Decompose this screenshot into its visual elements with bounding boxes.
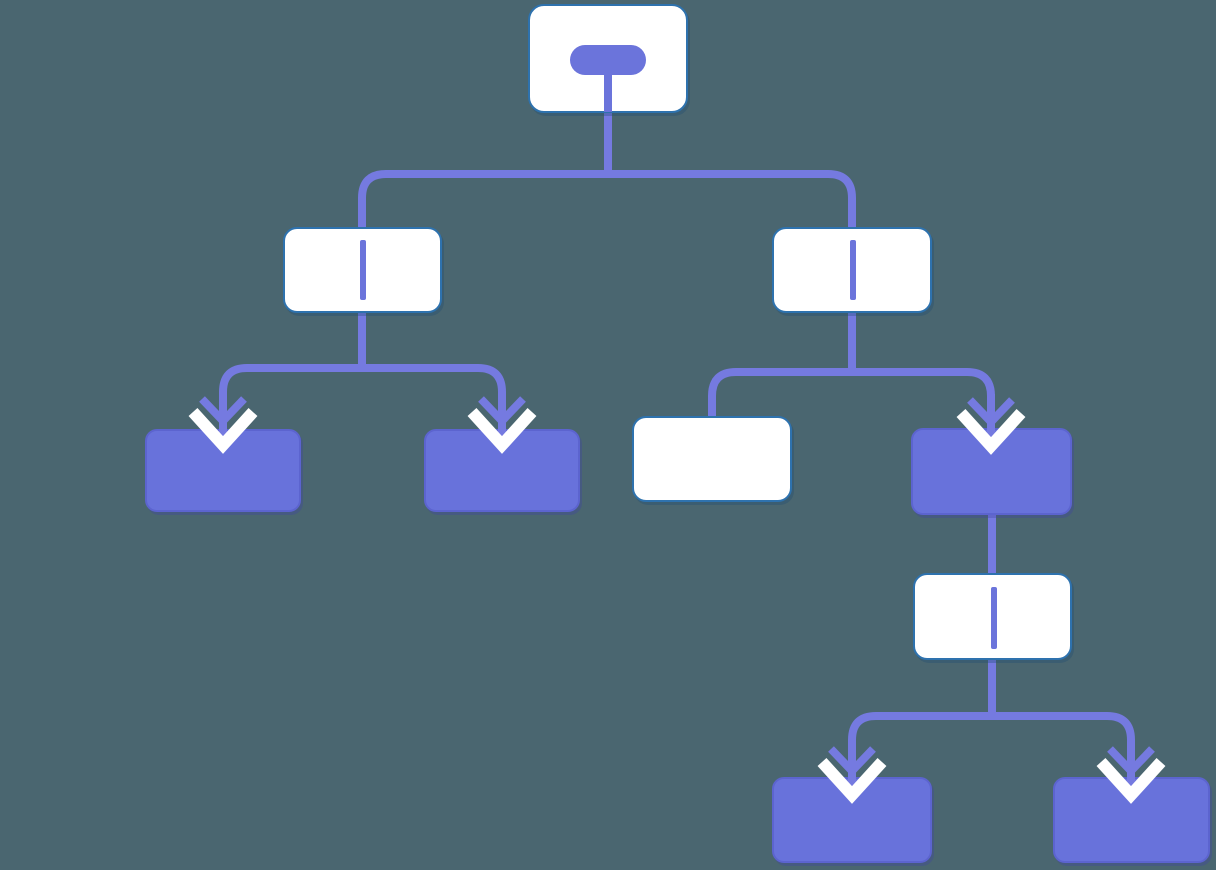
tree-node-leaf-2[interactable]: [424, 429, 580, 512]
connector-top-split: [358, 170, 856, 228]
tree-node-leaf-6[interactable]: [1053, 777, 1210, 863]
tree-node-leaf-1[interactable]: [145, 429, 301, 512]
vertical-line-icon: [991, 587, 997, 649]
vertical-line-icon: [360, 240, 366, 300]
tree-node-branch-left[interactable]: [283, 227, 442, 313]
tree-node-branch-bottom[interactable]: [913, 573, 1072, 660]
connector-left-split: [219, 364, 506, 420]
tree-node-root[interactable]: [528, 4, 688, 113]
tree-node-branch-right[interactable]: [772, 227, 932, 313]
tree-node-4[interactable]: [911, 428, 1072, 515]
tree-node-leaf-5[interactable]: [772, 777, 932, 863]
tree-node-leaf-3[interactable]: [632, 416, 792, 502]
connector-bottom-split: [848, 712, 1135, 762]
connector-right-split: [708, 368, 995, 420]
vertical-line-icon: [850, 240, 856, 300]
